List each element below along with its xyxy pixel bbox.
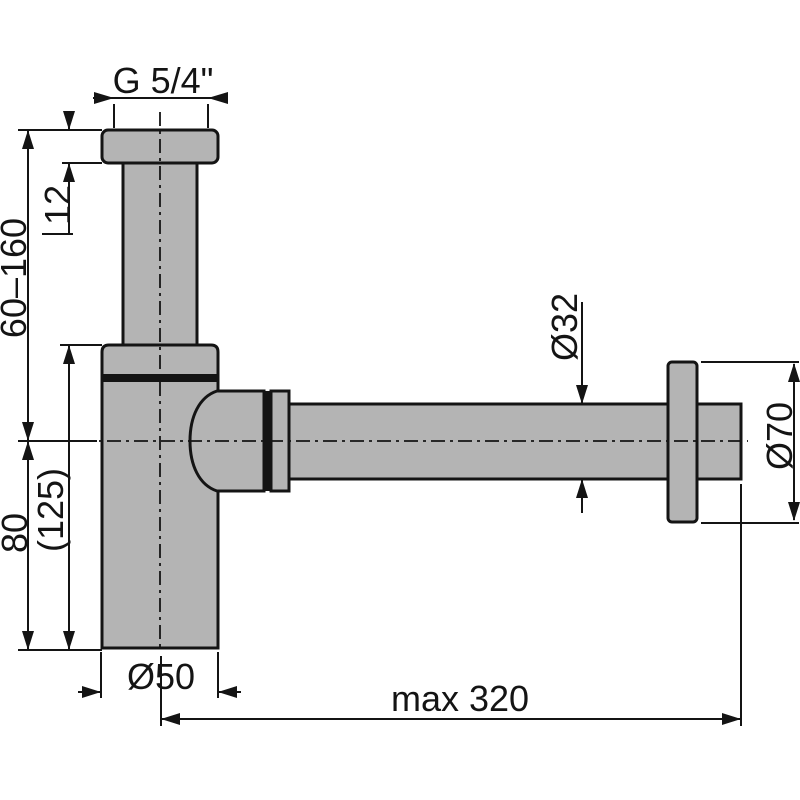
siphon-parts xyxy=(100,128,743,650)
dimension-label-depth: 80 xyxy=(0,513,35,553)
arrowhead xyxy=(576,385,588,404)
arrowhead xyxy=(63,163,75,182)
arrowhead xyxy=(22,631,34,650)
arrowhead xyxy=(576,479,588,498)
arrowhead xyxy=(63,345,75,364)
dimension-label-max-length: max 320 xyxy=(391,678,529,719)
arrowhead xyxy=(788,363,800,382)
arrowhead xyxy=(218,686,237,698)
dimension-body-height: (125) xyxy=(30,344,102,650)
dimension-body-diameter: Ø50 xyxy=(78,652,241,698)
arrowhead xyxy=(22,422,34,441)
dimension-max-length: max 320 xyxy=(160,484,742,726)
arrowhead xyxy=(22,130,34,149)
outlet-joint-band xyxy=(263,391,271,491)
arrowhead xyxy=(63,111,75,130)
dimension-rosette-diameter: Ø70 xyxy=(701,361,800,524)
wall-rosette xyxy=(666,360,699,524)
dimension-label-body-height: (125) xyxy=(30,468,71,552)
arrowhead xyxy=(22,441,34,460)
dimension-flange-height: 12 xyxy=(18,111,102,235)
centerlines xyxy=(80,112,748,650)
arrowhead xyxy=(94,92,114,104)
dimension-height-range: 60–160 xyxy=(0,130,34,441)
dimension-label-height-range: 60–160 xyxy=(0,218,34,338)
dimension-pipe-diameter: Ø32 xyxy=(544,293,588,513)
arrowhead xyxy=(63,631,75,650)
dimension-label-thread: G 5/4" xyxy=(113,60,214,101)
arrowhead xyxy=(208,92,228,104)
body-joint-band xyxy=(102,374,218,382)
arrowhead xyxy=(722,713,741,725)
dimension-label-flange-height: 12 xyxy=(37,185,78,225)
arrowhead xyxy=(82,686,101,698)
arrowhead xyxy=(161,713,180,725)
dimension-depth-below-axis: 80 xyxy=(0,440,102,651)
dimension-label-pipe-diameter: Ø32 xyxy=(544,293,585,361)
dimension-thread: G 5/4" xyxy=(93,60,228,128)
dimension-label-rosette-diameter: Ø70 xyxy=(759,402,800,470)
arrowhead xyxy=(788,502,800,521)
